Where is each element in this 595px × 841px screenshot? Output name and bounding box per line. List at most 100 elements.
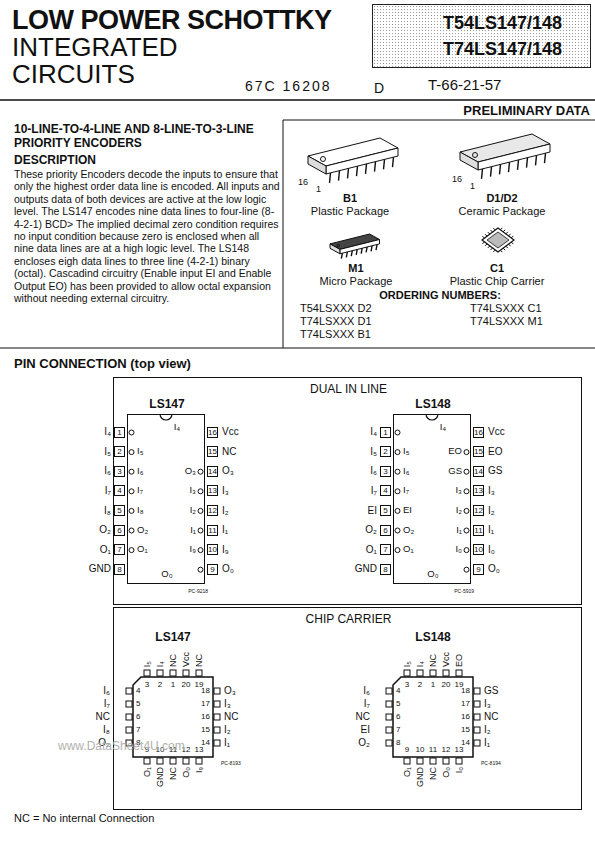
- pin-name: O₁: [402, 767, 412, 777]
- package-side: [326, 148, 398, 174]
- pin-name: O₂: [365, 524, 377, 536]
- pin-pad: [443, 670, 449, 676]
- inversion-bubble: [395, 450, 400, 455]
- inner-pin-name: O₀: [161, 569, 172, 580]
- pin-pad: [417, 758, 423, 764]
- pin-name: I₇: [371, 485, 377, 497]
- pin-number: 16: [452, 174, 462, 184]
- pin-pad: [456, 670, 462, 676]
- pin-number: 7: [380, 544, 391, 555]
- pin-number: 14: [473, 466, 484, 477]
- pin-number: 3: [145, 680, 149, 689]
- chip-carrier-package: [487, 232, 509, 248]
- chip-name: LS147: [155, 631, 190, 645]
- inner-pin-name: I₅: [403, 446, 409, 457]
- ordering-number: T74LSXXX D1: [300, 315, 372, 328]
- pin-name: I₁: [488, 524, 494, 536]
- pin-name: NC: [96, 711, 110, 723]
- section-heading: PIN CONNECTION (top view): [14, 357, 191, 372]
- pin-number: 7: [114, 544, 125, 555]
- pin-name: NC: [168, 654, 178, 667]
- pin-pad: [183, 758, 189, 764]
- ordering-heading: ORDERING NUMBERS:: [379, 289, 501, 302]
- rule: [0, 348, 595, 349]
- package-lead: [366, 247, 367, 253]
- pin-name: I₂: [488, 505, 495, 517]
- pin-number: 5: [396, 699, 400, 708]
- package-lead: [509, 234, 511, 236]
- pin-number: 16: [207, 427, 218, 438]
- code-number: T-66-21-57: [428, 76, 501, 93]
- index-mark: [473, 153, 478, 158]
- pin-name: Vcc: [222, 426, 239, 438]
- inversion-bubble: [464, 489, 469, 494]
- drawing-code: PC-8193: [221, 761, 241, 767]
- inversion-bubble: [198, 548, 203, 553]
- inversion-bubble: [395, 430, 400, 435]
- pin-pad: [214, 727, 220, 733]
- package-code: C1: [490, 262, 504, 275]
- rules: [0, 100, 595, 348]
- pin-number: 15: [461, 725, 470, 734]
- pin-name: O₀: [488, 563, 500, 575]
- dip-chip-body: LS14712345678910111213141516I₄I₅I₆I₇I₈O₂…: [127, 414, 205, 584]
- pin-number: 13: [207, 485, 218, 496]
- package-lead: [361, 248, 362, 254]
- pin-name: NC: [194, 654, 204, 667]
- inversion-bubble: [198, 528, 203, 533]
- inner-pin-name: O₁: [403, 544, 414, 555]
- chip-name: LS147: [149, 398, 184, 412]
- inversion-bubble: [129, 508, 134, 513]
- inner-pin-name: O₀: [427, 569, 438, 580]
- pin-number: 15: [473, 446, 484, 457]
- pin-pad: [126, 714, 132, 720]
- pin-number: 6: [396, 712, 400, 721]
- pin-number: 8: [396, 738, 400, 747]
- pin-name: I₈: [103, 724, 110, 736]
- section-heading: DESCRIPTION: [14, 154, 96, 168]
- heading: LOW POWER SCHOTTKY: [12, 5, 331, 36]
- pin-name: O₁: [100, 544, 111, 556]
- pin-number: 12: [442, 745, 451, 754]
- pin-pad: [144, 758, 150, 764]
- package-lead: [384, 159, 385, 169]
- package-drawings: [308, 134, 550, 259]
- pin-number: 9: [405, 745, 409, 754]
- inversion-bubble: [198, 469, 203, 474]
- package-lead: [482, 242, 484, 244]
- inner-pin-name: EI: [403, 505, 412, 516]
- pin-pad: [430, 758, 436, 764]
- pin-name: I₅: [104, 446, 111, 458]
- pin-number: 1: [470, 181, 475, 191]
- package-lead: [341, 253, 342, 259]
- inner-pin-name: I₂: [456, 505, 462, 516]
- inversion-bubble: [198, 508, 203, 513]
- inversion-bubble: [129, 528, 134, 533]
- inner-pin-name: O₃: [185, 466, 196, 477]
- ordering-number: T54LSXXX D2: [300, 302, 372, 315]
- pin-number: 12: [207, 505, 218, 516]
- pin-number: 1: [171, 680, 175, 689]
- pin-number: 4: [114, 485, 125, 496]
- drawing-code: PC-5919: [454, 589, 474, 595]
- panel-heading: CHIP CARRIER: [306, 613, 392, 627]
- pin-pad: [386, 688, 392, 694]
- pinout-panel: DUAL IN LINELS14712345678910111213141516…: [113, 377, 582, 605]
- part-number: T74LS147/148: [443, 39, 562, 60]
- pin-name: O₀: [222, 563, 234, 575]
- chip-carrier-body: LS1483212019456781817161514910111213I₅I₄…: [393, 677, 473, 757]
- package-lead: [503, 230, 505, 232]
- pin-pad: [386, 714, 392, 720]
- pin-pad: [170, 758, 176, 764]
- inner-pin-name: I₄: [174, 422, 181, 433]
- chip-carrier-package: [482, 228, 514, 252]
- pin-number: 18: [461, 686, 470, 695]
- package-lead: [506, 232, 508, 234]
- pin-number: 11: [207, 525, 218, 536]
- ordering-number: T74LSXXX B1: [300, 328, 371, 341]
- package-lead: [509, 244, 511, 246]
- pin-pad: [214, 701, 220, 707]
- inversion-bubble: [198, 489, 203, 494]
- dip-chip-body: LS14812345678910111213141516I₄I₅I₆I₇EIO₂…: [393, 414, 471, 584]
- pin-number: 13: [473, 485, 484, 496]
